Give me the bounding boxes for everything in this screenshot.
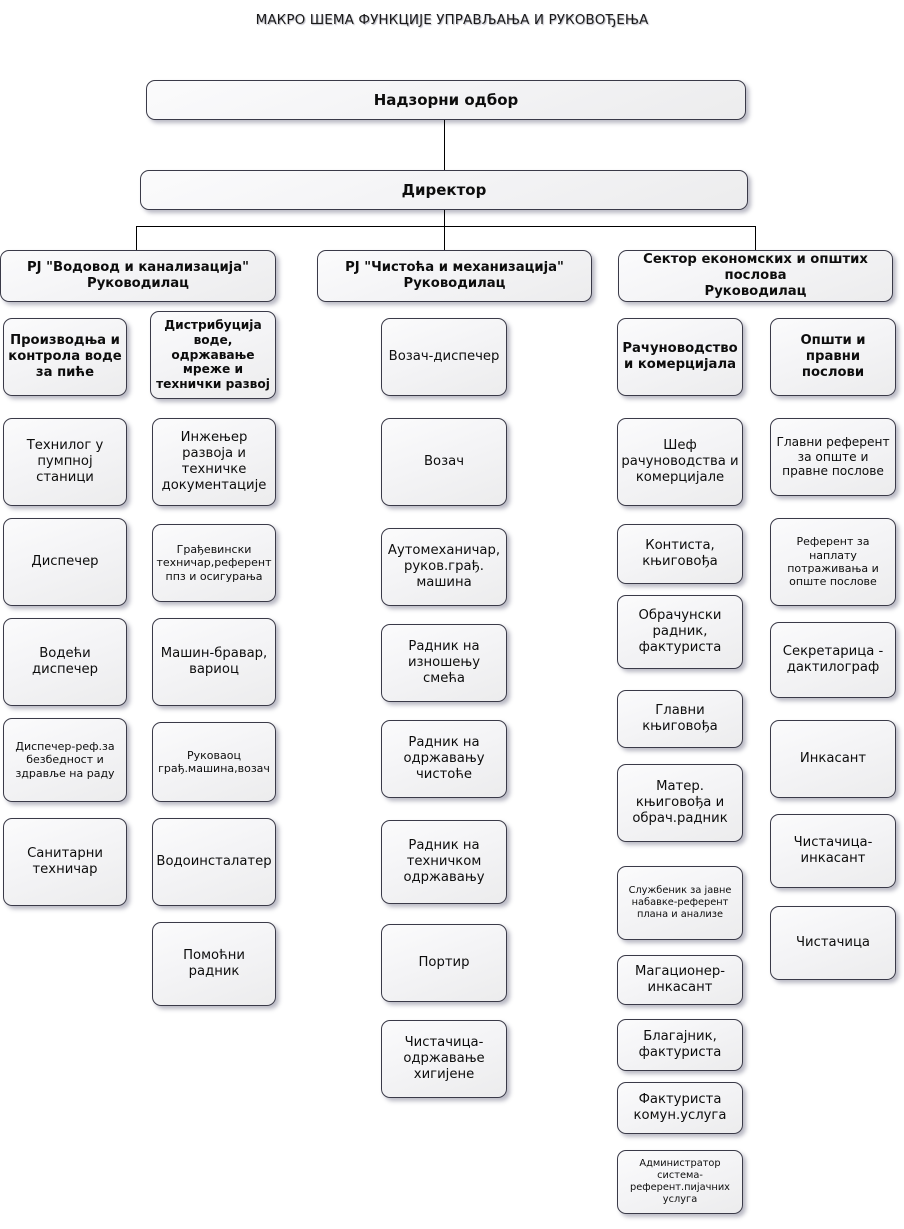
connector-board-to-director [444, 120, 446, 170]
node-department-water[interactable]: PJ "Водовод и канализација" Руководилац [0, 250, 276, 302]
node-water-production-item-3[interactable]: Диспечер-реф.за безбедност и здравље на … [3, 718, 127, 802]
node-supervisory-board[interactable]: Надзорни одбор [146, 80, 746, 120]
node-water-distribution-item-2[interactable]: Машин-бравар, вариоц [152, 618, 276, 706]
node-accounting-item-9[interactable]: Администратор система-референт.пијачних … [617, 1150, 743, 1214]
node-director[interactable]: Директор [140, 170, 748, 210]
node-general-legal-item-2[interactable]: Секретарица - дактилограф [770, 622, 896, 698]
page-title: МАКРО ШЕМА ФУНКЦИЈЕ УПРАВЉАЊА И РУКОВОЂЕ… [255, 12, 649, 28]
node-water-production-item-2[interactable]: Водећи диспечер [3, 618, 127, 706]
node-department-economic[interactable]: Сектор економских и општих послова Руков… [618, 250, 893, 302]
node-sanitation-item-3[interactable]: Радник на изношењу смећа [381, 624, 507, 702]
node-accounting-item-4[interactable]: Матер. књиговођа и обрач.радник [617, 764, 743, 842]
connector-drop-dept-3 [755, 226, 757, 250]
node-sanitation-item-0[interactable]: Возач-диспечер [381, 318, 507, 396]
node-accounting-item-2[interactable]: Обрачунски радник, фактуриста [617, 595, 743, 669]
connector-drop-dept-1 [136, 226, 138, 250]
node-sanitation-item-2[interactable]: Аутомеханичар, руков.грађ. машина [381, 528, 507, 606]
node-department-sanitation[interactable]: PJ "Чистоћа и механизација" Руководилац [317, 250, 592, 302]
node-sanitation-item-6[interactable]: Портир [381, 924, 507, 1002]
node-accounting-item-8[interactable]: Фактуриста комун.услуга [617, 1082, 743, 1134]
node-water-distribution-item-4[interactable]: Водоинсталатер [152, 818, 276, 906]
node-section-water-distribution[interactable]: Дистрибуција воде, одржавање мреже и тех… [150, 311, 276, 399]
node-general-legal-item-0[interactable]: Главни референт за опште и правне послов… [770, 418, 896, 496]
node-water-distribution-item-0[interactable]: Инжењер развоја и техничке документације [152, 418, 276, 506]
connector-drop-dept-2 [444, 226, 446, 250]
node-accounting-item-1[interactable]: Контиста, књиговођа [617, 524, 743, 584]
node-accounting-item-7[interactable]: Благајник, фактуриста [617, 1019, 743, 1071]
node-sanitation-item-7[interactable]: Чистачица-одржавање хигијене [381, 1020, 507, 1098]
node-section-general-legal[interactable]: Општи и правни послови [770, 318, 896, 396]
node-accounting-item-5[interactable]: Службеник за јавне набавке-референт план… [617, 866, 743, 940]
node-general-legal-item-4[interactable]: Чистачица-инкасант [770, 814, 896, 888]
connector-director-stem [444, 210, 446, 227]
node-sanitation-item-1[interactable]: Возач [381, 418, 507, 506]
node-accounting-item-6[interactable]: Магационер-инкасант [617, 955, 743, 1005]
connector-departments-bus [136, 226, 756, 228]
node-water-distribution-item-5[interactable]: Помоћни радник [152, 922, 276, 1006]
node-general-legal-item-3[interactable]: Инкасант [770, 720, 896, 798]
node-accounting-item-0[interactable]: Шеф рачуноводства и комерцијале [617, 418, 743, 506]
node-water-distribution-item-1[interactable]: Грађевински техничар,референт ппз и осиг… [152, 524, 276, 602]
node-water-production-item-1[interactable]: Диспечер [3, 518, 127, 606]
node-section-accounting[interactable]: Рачуноводство и комерцијала [617, 318, 743, 396]
node-water-production-item-4[interactable]: Санитарни техничар [3, 818, 127, 906]
node-accounting-item-3[interactable]: Главни књиговођа [617, 690, 743, 748]
node-sanitation-item-4[interactable]: Радник на одржавању чистоће [381, 720, 507, 798]
node-section-water-production[interactable]: Производња и контрола воде за пиће [3, 318, 127, 396]
node-general-legal-item-1[interactable]: Референт за наплату потраживања и опште … [770, 518, 896, 606]
node-water-production-item-0[interactable]: Технилог у пумпној станици [3, 418, 127, 506]
node-sanitation-item-5[interactable]: Радник на техничком одржавању [381, 820, 507, 904]
node-general-legal-item-5[interactable]: Чистачица [770, 906, 896, 980]
node-water-distribution-item-3[interactable]: Руковаоц грађ.машина,возач [152, 722, 276, 802]
